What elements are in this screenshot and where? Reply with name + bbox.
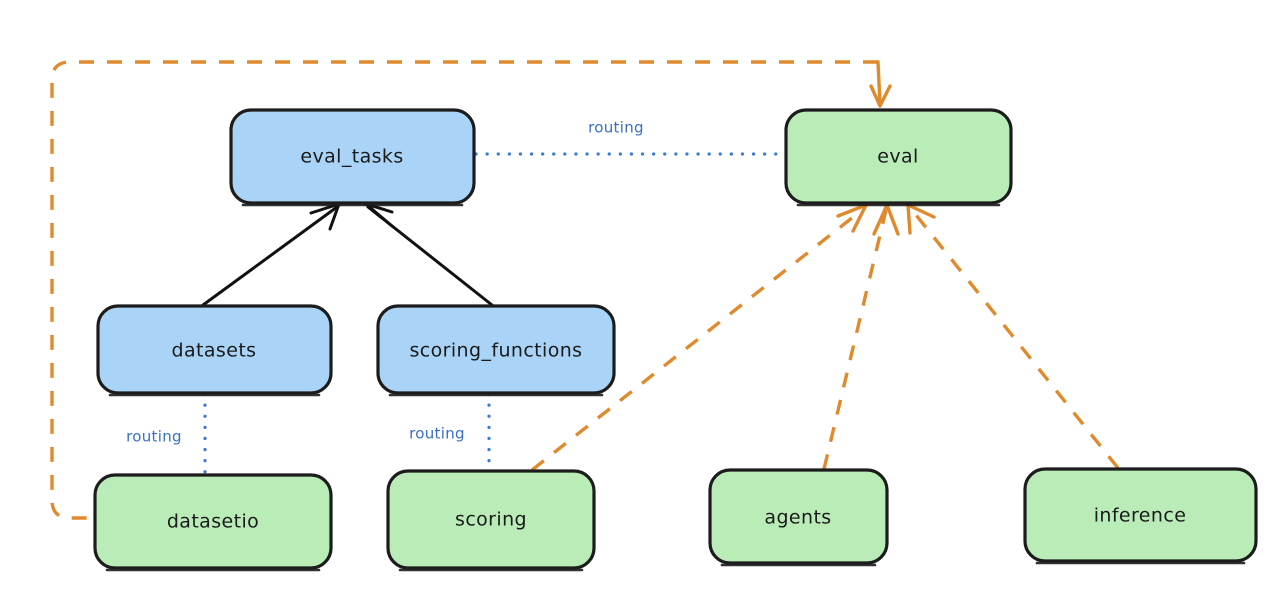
edge-agents-to-eval[interactable] bbox=[822, 203, 900, 470]
arrowhead-eval-top bbox=[869, 60, 892, 108]
node-scoring-functions-label: scoring_functions bbox=[410, 340, 583, 362]
edge-label-routing-scoring: routing bbox=[409, 425, 465, 443]
node-agents[interactable]: agents bbox=[708, 468, 889, 567]
node-agents-shape[interactable] bbox=[708, 468, 889, 565]
edge-datasets-to-eval-tasks[interactable] bbox=[201, 202, 341, 307]
edge-layer bbox=[50, 60, 1120, 520]
node-inference[interactable]: inference bbox=[1023, 467, 1258, 565]
node-eval-tasks[interactable]: eval_tasks bbox=[229, 108, 476, 207]
node-eval-shape[interactable] bbox=[784, 108, 1013, 205]
node-scoring[interactable]: scoring bbox=[386, 469, 596, 572]
edge-scoring-functions-to-eval-tasks[interactable] bbox=[364, 202, 494, 307]
node-inference-label: inference bbox=[1094, 505, 1187, 527]
node-datasets-shape[interactable] bbox=[96, 304, 333, 395]
node-datasets[interactable]: datasets bbox=[96, 304, 333, 397]
node-eval-label: eval bbox=[877, 146, 918, 168]
edge-label-routing-eval: routing bbox=[588, 119, 644, 137]
edge-inference-to-eval[interactable] bbox=[906, 203, 1120, 470]
edge-eval-to-datasetio[interactable] bbox=[50, 60, 878, 520]
edge-label-layer: routing routing routing bbox=[126, 119, 644, 446]
node-scoring-shape[interactable] bbox=[386, 469, 596, 570]
node-scoring-label: scoring bbox=[455, 509, 527, 531]
node-datasetio-shape[interactable] bbox=[93, 473, 333, 570]
node-layer: eval_tasks eval datasets scoring_functio… bbox=[93, 108, 1258, 572]
node-eval-tasks-label: eval_tasks bbox=[300, 146, 403, 168]
node-datasets-label: datasets bbox=[172, 340, 257, 362]
node-inference-shape[interactable] bbox=[1023, 467, 1258, 563]
node-datasetio[interactable]: datasetio bbox=[93, 473, 333, 572]
node-eval-tasks-shape[interactable] bbox=[229, 108, 476, 205]
node-scoring-functions[interactable]: scoring_functions bbox=[376, 304, 616, 397]
node-datasetio-label: datasetio bbox=[167, 511, 259, 533]
node-agents-label: agents bbox=[764, 507, 831, 529]
node-eval[interactable]: eval bbox=[784, 108, 1013, 207]
edge-label-routing-datasetio: routing bbox=[126, 428, 182, 446]
node-scoring-functions-shape[interactable] bbox=[376, 304, 616, 395]
